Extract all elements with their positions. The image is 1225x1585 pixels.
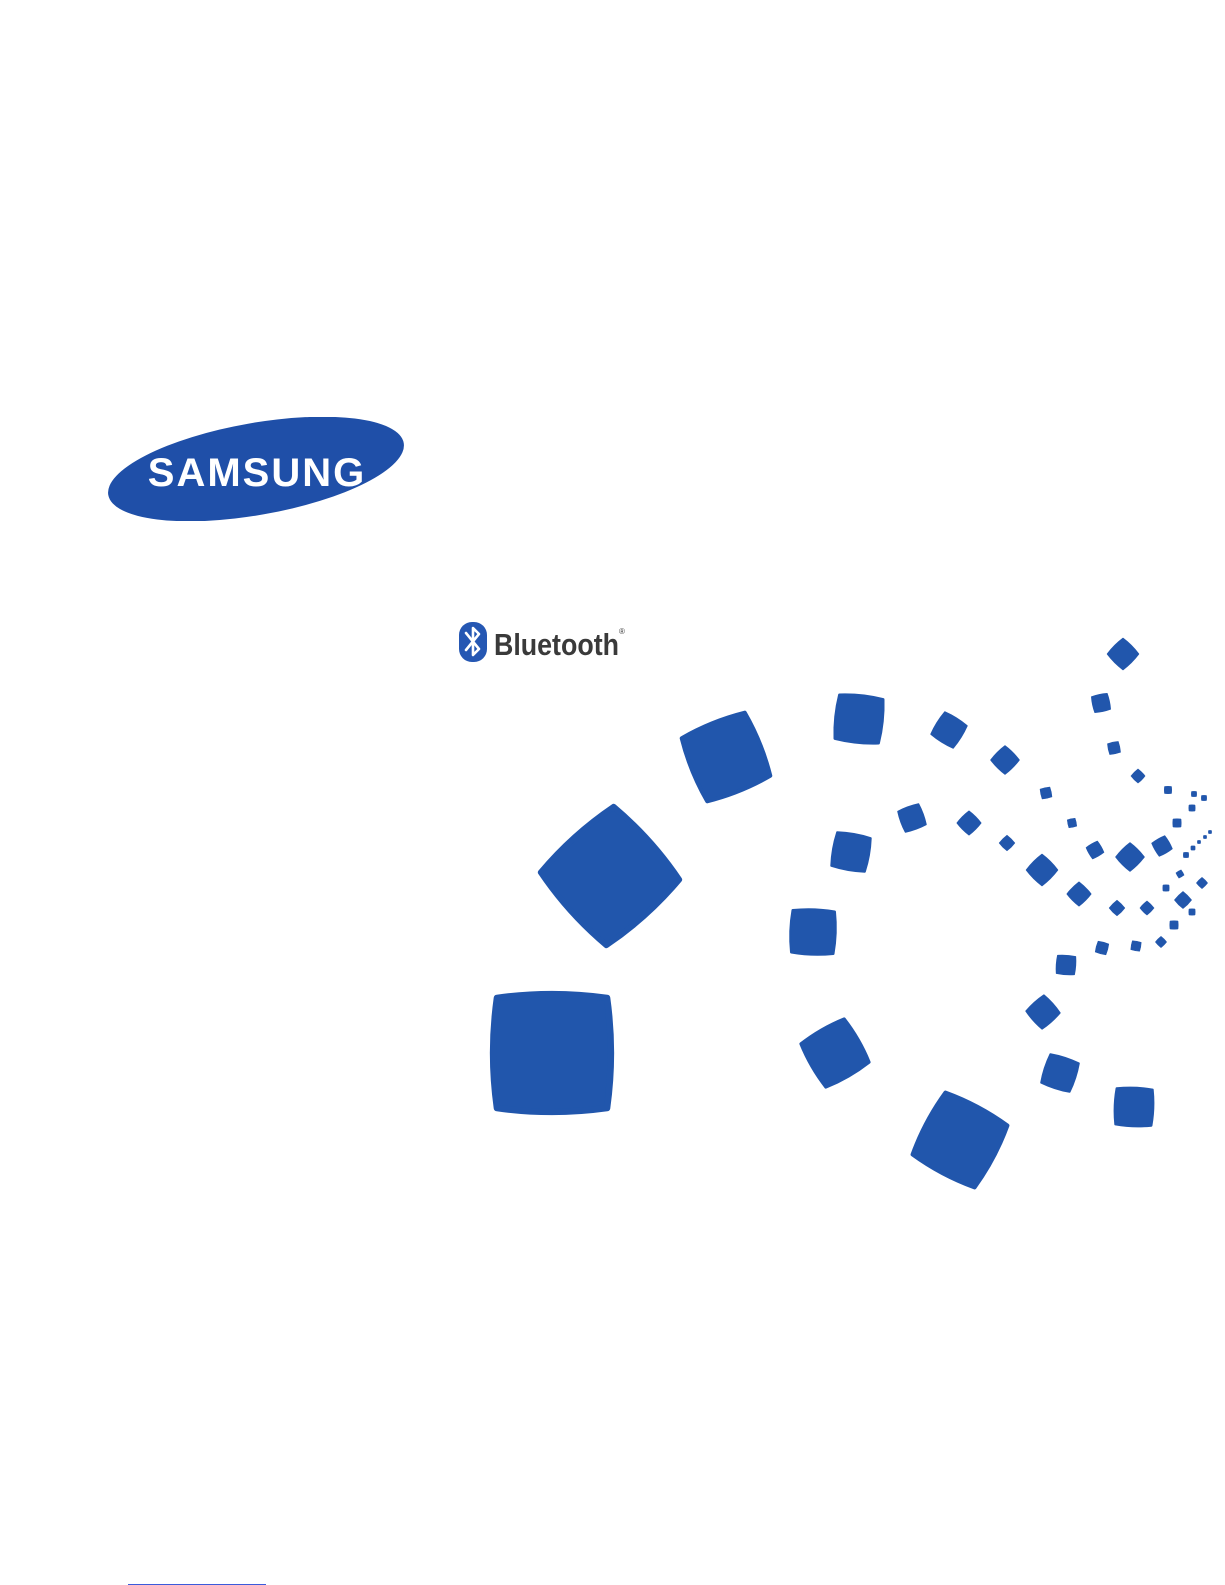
pattern-square	[1197, 840, 1200, 843]
pattern-square	[790, 909, 836, 955]
pattern-square	[956, 810, 982, 836]
pattern-square	[897, 803, 927, 833]
pattern-square	[798, 1016, 871, 1089]
pattern-square	[1115, 842, 1145, 872]
pattern-square	[1025, 853, 1058, 886]
pattern-square	[1040, 787, 1053, 800]
pattern-square	[1114, 1087, 1154, 1127]
pattern-square	[990, 745, 1020, 775]
pattern-square	[1164, 786, 1171, 793]
pattern-square	[493, 994, 611, 1112]
pattern-square	[1066, 881, 1092, 907]
pattern-square	[1201, 795, 1206, 800]
pattern-square	[1130, 768, 1145, 783]
pattern-square	[1189, 909, 1195, 915]
pattern-square	[1085, 840, 1104, 859]
pattern-square	[909, 1089, 1010, 1190]
pattern-square	[1191, 846, 1195, 850]
pattern-square	[1176, 870, 1185, 879]
pattern-square	[1170, 921, 1179, 930]
pattern-square	[1067, 818, 1077, 828]
pattern-square	[1107, 741, 1121, 755]
pattern-square	[1173, 819, 1182, 828]
pattern-square	[1106, 637, 1139, 670]
pattern-square	[679, 710, 774, 805]
pattern-square	[1208, 830, 1211, 833]
pattern-square	[1155, 936, 1167, 948]
pattern-square	[1139, 900, 1154, 915]
pattern-square	[1091, 693, 1111, 713]
pattern-square	[830, 831, 872, 873]
pattern-square	[1025, 994, 1061, 1030]
pattern-square	[1109, 900, 1126, 917]
pattern-square	[1183, 852, 1188, 857]
pattern-square	[833, 693, 885, 745]
pattern-square	[1040, 1053, 1080, 1093]
pattern-square	[1095, 941, 1109, 955]
pattern-square	[1189, 805, 1195, 811]
pattern-square	[1151, 835, 1173, 857]
pattern-square	[1203, 835, 1206, 838]
pattern-square	[999, 835, 1016, 852]
pattern-square	[1163, 885, 1169, 891]
pattern-square	[1130, 940, 1141, 951]
pattern-square	[1174, 891, 1192, 909]
pattern-square	[930, 711, 968, 749]
pattern-square	[1191, 791, 1196, 796]
pattern-square	[536, 802, 684, 950]
pattern-square	[1196, 877, 1208, 889]
pattern-square	[1056, 955, 1077, 976]
